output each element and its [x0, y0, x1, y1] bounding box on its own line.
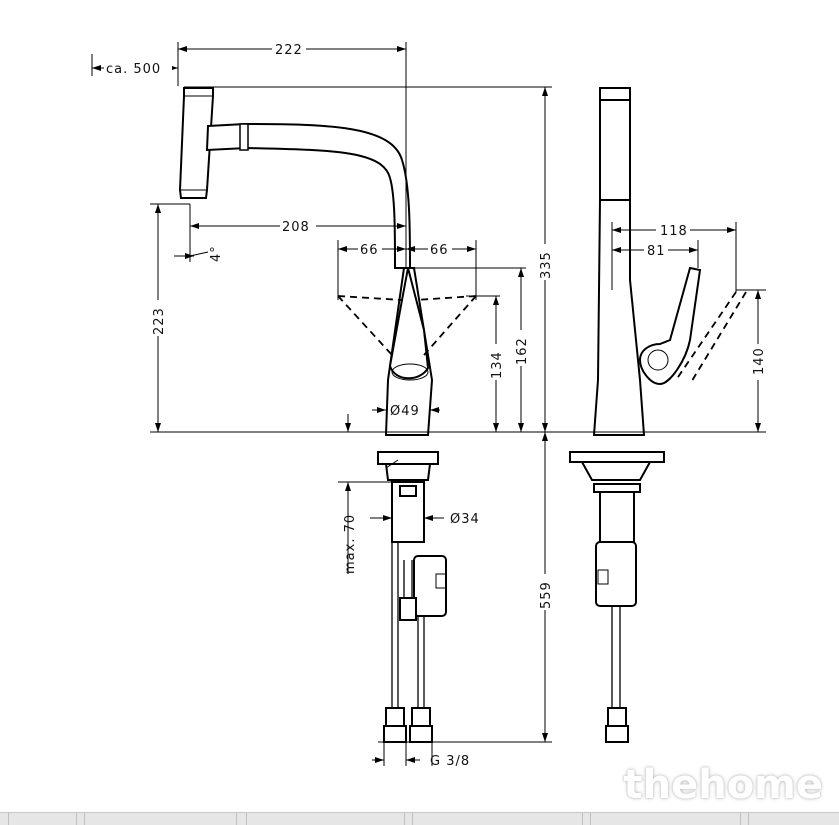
dim-162: 162 [515, 337, 530, 365]
dim-66-left: 66 [360, 243, 379, 258]
side-control-box [595, 541, 637, 607]
dim-max-70: max. 70 [343, 514, 358, 574]
dim-dia34: Ø34 [450, 512, 480, 527]
front-view [178, 87, 477, 743]
side-mount-plate [569, 451, 665, 463]
dim-81: 81 [647, 244, 666, 259]
side-lever-swing [675, 291, 747, 385]
spout-head [178, 87, 214, 199]
dim-222: 222 [275, 43, 303, 58]
dimension-labels: 222 ca. 500 208 4° 66 66 223 134 162 335… [104, 40, 767, 769]
dim-223: 223 [152, 307, 167, 335]
mount-plate [377, 451, 439, 465]
side-view [569, 87, 747, 743]
hose-connector-left [385, 707, 405, 727]
lever-swing-right [415, 295, 477, 356]
dim-335: 335 [539, 251, 554, 279]
side-spout-top [599, 87, 631, 101]
hose-connector-right [411, 707, 431, 727]
dim-dia49: Ø49 [390, 404, 420, 419]
lever-swing-left [337, 295, 403, 356]
bottom-scroll-strip [0, 812, 839, 825]
side-body [592, 199, 646, 436]
control-box [413, 555, 447, 617]
dim-ca-500: ca. 500 [106, 62, 161, 77]
side-lever [638, 266, 702, 386]
side-spout [599, 99, 631, 201]
dim-134: 134 [490, 351, 505, 379]
watermark-logo: thehome [623, 762, 824, 808]
dim-g38: G 3/8 [430, 754, 470, 769]
dim-140: 140 [752, 347, 767, 375]
dim-118: 118 [660, 224, 688, 239]
dim-559: 559 [539, 581, 554, 609]
dim-66-right: 66 [430, 243, 449, 258]
lever-handle [388, 267, 430, 380]
dim-angle: 4° [209, 245, 224, 262]
dim-208: 208 [282, 220, 310, 235]
